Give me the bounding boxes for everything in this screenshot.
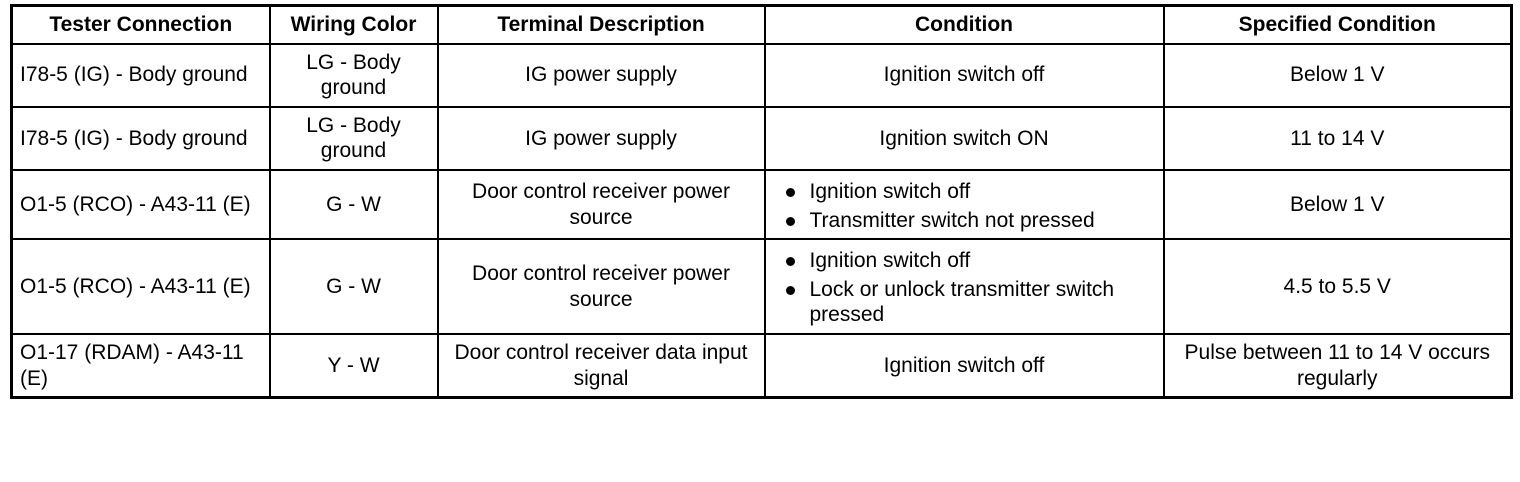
cell-specified-condition: Pulse between 11 to 14 V occurs regularl… [1162, 333, 1513, 399]
table-header-row: Tester Connection Wiring Color Terminal … [10, 4, 1513, 45]
cell-terminal-description: Door control receiver data input signal [436, 333, 766, 399]
bullet-icon [785, 188, 795, 198]
cell-terminal-description: Door control receiver power source [436, 169, 766, 241]
condition-list-item-label: Ignition switch off [809, 180, 971, 204]
condition-list-item: Ignition switch off [784, 248, 1156, 274]
condition-list-item-label: Transmitter switch not pressed [809, 208, 1095, 232]
cell-specified-condition: 11 to 14 V [1162, 105, 1513, 172]
terminal-inspection-table: Tester Connection Wiring Color Terminal … [10, 4, 1513, 400]
column-header-tester-connection: Tester Connection [10, 4, 271, 45]
column-header-condition: Condition [763, 4, 1165, 45]
cell-specified-condition: Below 1 V [1162, 42, 1513, 108]
condition-list-item: Ignition switch off [784, 179, 1156, 205]
cell-terminal-description: IG power supply [436, 105, 766, 172]
cell-tester-connection: I78-5 (IG) - Body ground [10, 42, 271, 108]
cell-tester-connection: I78-5 (IG) - Body ground [10, 105, 271, 172]
bullet-icon [785, 216, 795, 226]
column-header-terminal-description: Terminal Description [436, 4, 766, 45]
cell-tester-connection: O1-17 (RDAM) - A43-11 (E) [10, 333, 271, 399]
cell-terminal-description: IG power supply [436, 42, 766, 108]
cell-terminal-description: Door control receiver power source [436, 238, 766, 336]
cell-tester-connection: O1-5 (RCO) - A43-11 (E) [10, 238, 271, 336]
condition-list-item: Lock or unlock transmitter switch presse… [784, 277, 1156, 328]
cell-condition: Ignition switch off [763, 333, 1165, 399]
cell-wiring-color: G - W [268, 238, 439, 336]
cell-condition: Ignition switch ON [763, 105, 1165, 172]
column-header-specified-condition: Specified Condition [1162, 4, 1513, 45]
condition-list-item: Transmitter switch not pressed [784, 208, 1156, 234]
column-header-wiring-color: Wiring Color [268, 4, 439, 45]
table-header: Tester Connection Wiring Color Terminal … [10, 4, 1513, 45]
condition-list-item-label: Ignition switch off [809, 249, 971, 273]
cell-wiring-color: G - W [268, 169, 439, 241]
condition-list-item-label: Lock or unlock transmitter switch presse… [809, 277, 1115, 327]
bullet-icon [785, 285, 795, 295]
cell-specified-condition: Below 1 V [1162, 169, 1513, 241]
cell-wiring-color: Y - W [268, 333, 439, 399]
cell-wiring-color: LG - Body ground [268, 105, 439, 172]
cell-tester-connection: O1-5 (RCO) - A43-11 (E) [10, 169, 271, 241]
cell-wiring-color: LG - Body ground [268, 42, 439, 108]
cell-specified-condition: 4.5 to 5.5 V [1162, 238, 1513, 336]
bullet-icon [785, 257, 795, 267]
cell-condition: Ignition switch off [763, 42, 1165, 108]
